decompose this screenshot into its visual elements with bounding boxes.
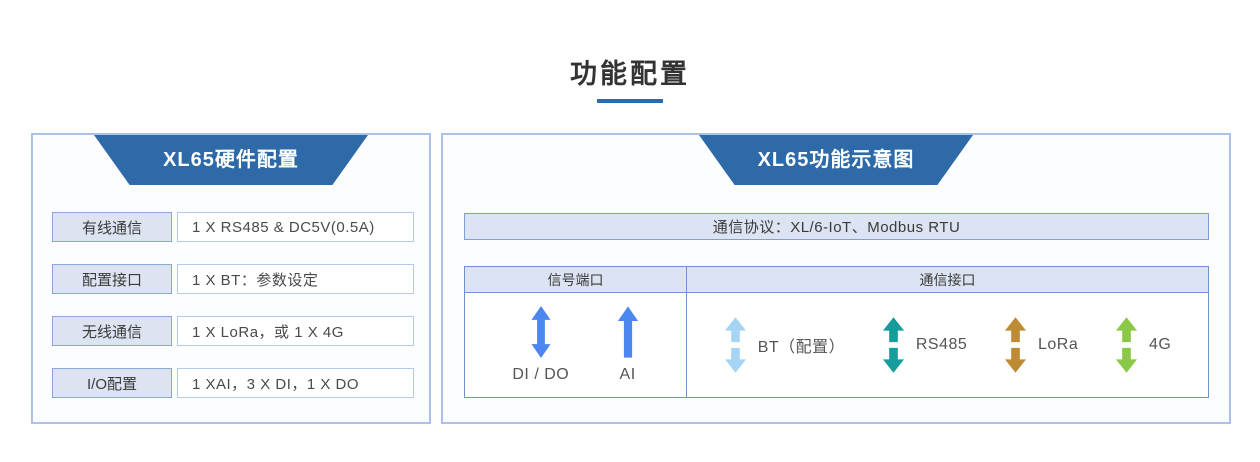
function-table-header: 信号端口 通信接口	[465, 267, 1208, 293]
hardware-config-panel-title: XL65硬件配置	[94, 135, 368, 185]
title-underline	[597, 99, 663, 103]
signal-ports-column-header: 信号端口	[465, 267, 687, 292]
hw-row-value: 1 X LoRa，或 1 X 4G	[177, 316, 414, 346]
hw-row-value: 1 X RS485 & DC5V(0.5A)	[177, 212, 414, 242]
hw-row-wireless: 无线通信 1 X LoRa，或 1 X 4G	[52, 316, 414, 346]
interface-label: LoRa	[1037, 336, 1079, 353]
signal-port-ai: AI	[617, 306, 639, 384]
split-double-arrow-icon	[1004, 317, 1027, 373]
interface-label: 4G	[1148, 336, 1172, 353]
function-table-body: DI / DO AI	[465, 293, 1208, 397]
interface-bt: BT（配置）	[724, 317, 845, 373]
function-diagram-panel: XL65功能示意图 通信协议：XL/6-IoT、Modbus RTU 信号端口 …	[441, 133, 1231, 424]
signal-port-label: DI / DO	[512, 366, 570, 383]
hardware-config-panel: XL65硬件配置 有线通信 1 X RS485 & DC5V(0.5A) 配置接…	[31, 133, 431, 424]
interface-rs485: RS485	[882, 317, 967, 373]
function-diagram-panel-title: XL65功能示意图	[699, 135, 973, 185]
signal-port-label: AI	[619, 366, 636, 383]
interface-label: BT（配置）	[757, 339, 846, 356]
hw-row-wired: 有线通信 1 X RS485 & DC5V(0.5A)	[52, 212, 414, 242]
signal-port-di-do: DI / DO	[512, 306, 569, 384]
page-title: 功能配置	[570, 59, 690, 89]
signal-ports-cell: DI / DO AI	[465, 293, 687, 397]
hw-row-value: 1 X BT：参数设定	[177, 264, 414, 294]
function-table: 信号端口 通信接口 DI / DO	[464, 266, 1209, 398]
hw-row-label: I/O配置	[52, 368, 172, 398]
up-arrow-icon	[617, 306, 639, 358]
hw-row-label: 配置接口	[52, 264, 172, 294]
split-double-arrow-icon	[882, 317, 905, 373]
comm-interfaces-column-header: 通信接口	[919, 271, 976, 288]
comm-interfaces-cell: BT（配置） RS485	[687, 293, 1208, 397]
hw-row-value: 1 XAI，3 X DI，1 X DO	[177, 368, 414, 398]
hw-row-label: 无线通信	[52, 316, 172, 346]
interface-lora: LoRa	[1004, 317, 1078, 373]
hw-row-io: I/O配置 1 XAI，3 X DI，1 X DO	[52, 368, 414, 398]
double-arrow-icon	[530, 306, 552, 358]
protocol-bar: 通信协议：XL/6-IoT、Modbus RTU	[464, 213, 1209, 240]
interface-label: RS485	[915, 336, 968, 353]
split-double-arrow-icon	[724, 317, 747, 373]
hw-row-label: 有线通信	[52, 212, 172, 242]
page-header: 功能配置	[0, 52, 1260, 103]
hw-row-config-interface: 配置接口 1 X BT：参数设定	[52, 264, 414, 294]
interface-4g: 4G	[1115, 317, 1171, 373]
split-double-arrow-icon	[1115, 317, 1138, 373]
